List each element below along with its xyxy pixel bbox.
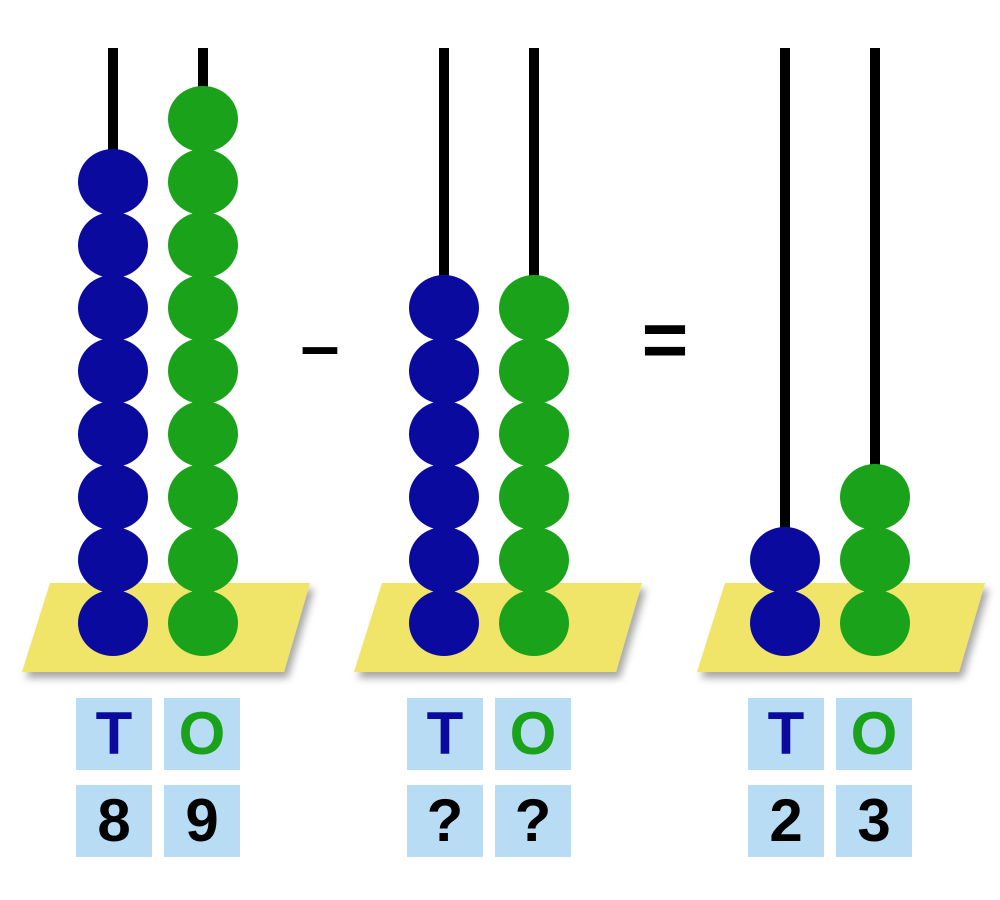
ones-header-2: O xyxy=(495,698,571,770)
tens-digit-1: 8 xyxy=(76,785,152,857)
abacus-base-1 xyxy=(22,583,310,672)
tens-bead-1 xyxy=(78,590,148,656)
tens-bead-3 xyxy=(750,590,820,656)
tens-bead-2 xyxy=(409,338,479,404)
tens-bead-2 xyxy=(409,590,479,656)
ones-bead-2 xyxy=(499,401,569,467)
tens-bead-1 xyxy=(78,275,148,341)
ones-bead-2 xyxy=(499,464,569,530)
tens-bead-1 xyxy=(78,464,148,530)
abacus-base-2 xyxy=(354,583,642,672)
ones-digit-2: ? xyxy=(495,785,571,857)
ones-bead-2 xyxy=(499,527,569,593)
tens-rod-3 xyxy=(780,48,790,623)
tens-digit-2: ? xyxy=(407,785,483,857)
tens-header-2: T xyxy=(407,698,483,770)
ones-bead-2 xyxy=(499,590,569,656)
minus-sign: – xyxy=(300,306,340,384)
ones-bead-1 xyxy=(168,275,238,341)
ones-digit-1: 9 xyxy=(164,785,240,857)
ones-bead-1 xyxy=(168,464,238,530)
ones-bead-3 xyxy=(840,527,910,593)
ones-bead-1 xyxy=(168,149,238,215)
ones-bead-3 xyxy=(840,590,910,656)
tens-header-3: T xyxy=(748,698,824,770)
tens-bead-1 xyxy=(78,149,148,215)
ones-bead-1 xyxy=(168,212,238,278)
ones-bead-1 xyxy=(168,401,238,467)
ones-bead-3 xyxy=(840,464,910,530)
equals-sign: = xyxy=(641,295,689,384)
ones-bead-1 xyxy=(168,338,238,404)
tens-bead-2 xyxy=(409,527,479,593)
ones-bead-2 xyxy=(499,338,569,404)
tens-bead-1 xyxy=(78,338,148,404)
ones-header-3: O xyxy=(836,698,912,770)
ones-rod-3 xyxy=(870,48,880,623)
tens-bead-2 xyxy=(409,275,479,341)
tens-bead-2 xyxy=(409,401,479,467)
ones-bead-1 xyxy=(168,527,238,593)
ones-digit-3: 3 xyxy=(836,785,912,857)
tens-bead-1 xyxy=(78,212,148,278)
tens-bead-1 xyxy=(78,527,148,593)
tens-bead-3 xyxy=(750,527,820,593)
tens-header-1: T xyxy=(76,698,152,770)
tens-bead-1 xyxy=(78,401,148,467)
ones-header-1: O xyxy=(164,698,240,770)
tens-digit-3: 2 xyxy=(748,785,824,857)
tens-bead-2 xyxy=(409,464,479,530)
ones-bead-1 xyxy=(168,86,238,152)
ones-bead-2 xyxy=(499,275,569,341)
ones-bead-1 xyxy=(168,590,238,656)
